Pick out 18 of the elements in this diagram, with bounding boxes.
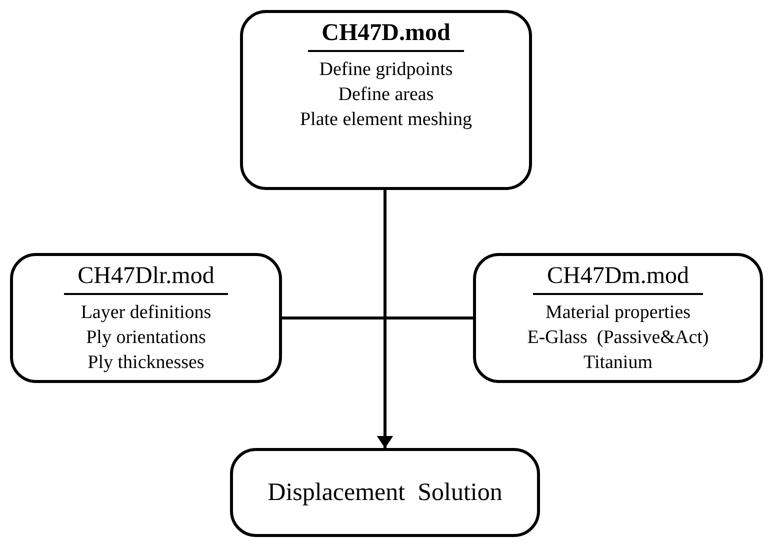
body-text: Plate element meshing (300, 108, 472, 132)
module-title: CH47D.mod (308, 19, 464, 52)
arrow (377, 316, 473, 448)
body-text: E-Glass (Passive&Act) (527, 326, 709, 350)
body-text: Ply thicknesses (88, 351, 204, 375)
rounded-box (230, 448, 540, 537)
rounded-box (240, 10, 532, 190)
body-text: Define areas (338, 83, 434, 107)
body-text: Ply orientations (86, 326, 206, 350)
rounded-box (10, 253, 282, 383)
rounded-box (473, 253, 763, 383)
node-label: Displacement Solution (268, 478, 502, 506)
body-text: Material properties (545, 301, 691, 325)
module-title: CH47Dm.mod (532, 262, 703, 295)
module-title: CH47Dlr.mod (64, 262, 228, 295)
body-text: Layer definitions (80, 301, 212, 325)
body-text: Define gridpoints (319, 58, 453, 82)
body-text: Titanium (584, 351, 652, 375)
